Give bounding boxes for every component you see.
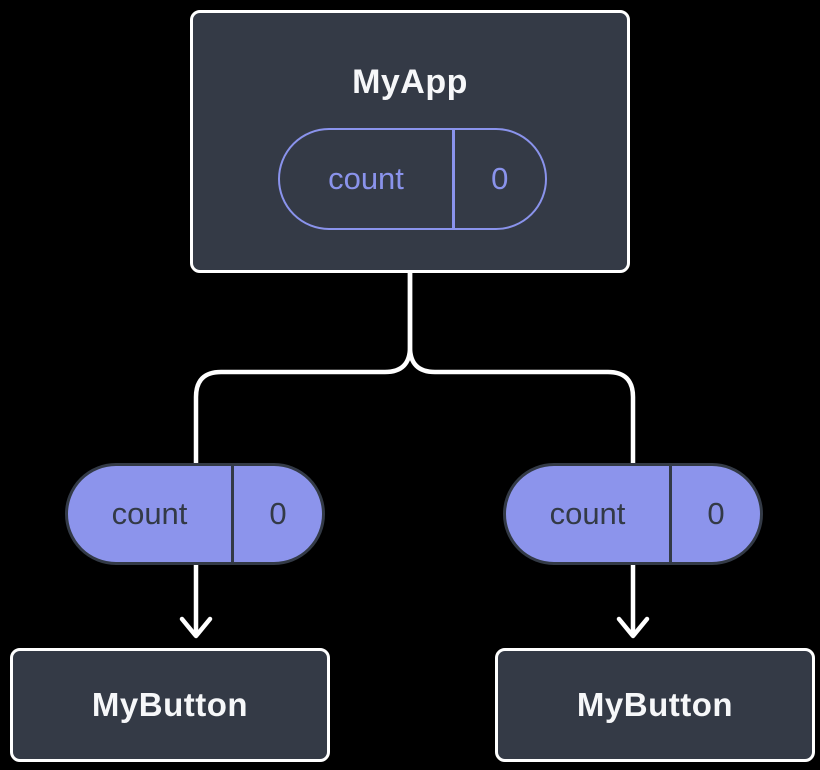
child-component-label-right: MyButton [576, 686, 734, 723]
arrow-right-head-icon [616, 616, 650, 639]
root-component-label: MyApp [352, 63, 468, 101]
pill-divider [452, 130, 455, 228]
edge-root-to-right-prop [407, 270, 636, 473]
child-component-node-left: MyButton [10, 648, 330, 762]
root-state-value: 0 [491, 161, 509, 196]
arrow-left-head-icon [179, 616, 213, 639]
prop-pill-right: count 0 [503, 463, 763, 565]
prop-key-left: count [111, 496, 188, 531]
edge-root-to-left-prop [193, 270, 413, 473]
root-state-pill: count 0 [278, 128, 547, 230]
prop-pill-left: count 0 [65, 463, 325, 565]
prop-value-right: 0 [707, 496, 725, 531]
root-state-key: count [328, 161, 404, 196]
pill-divider [669, 466, 672, 562]
prop-value-left: 0 [269, 496, 287, 531]
root-component-node: MyApp count 0 [190, 10, 630, 273]
child-component-label-left: MyButton [91, 686, 249, 723]
child-component-node-right: MyButton [495, 648, 815, 762]
pill-divider [231, 466, 234, 562]
prop-key-right: count [549, 496, 626, 531]
